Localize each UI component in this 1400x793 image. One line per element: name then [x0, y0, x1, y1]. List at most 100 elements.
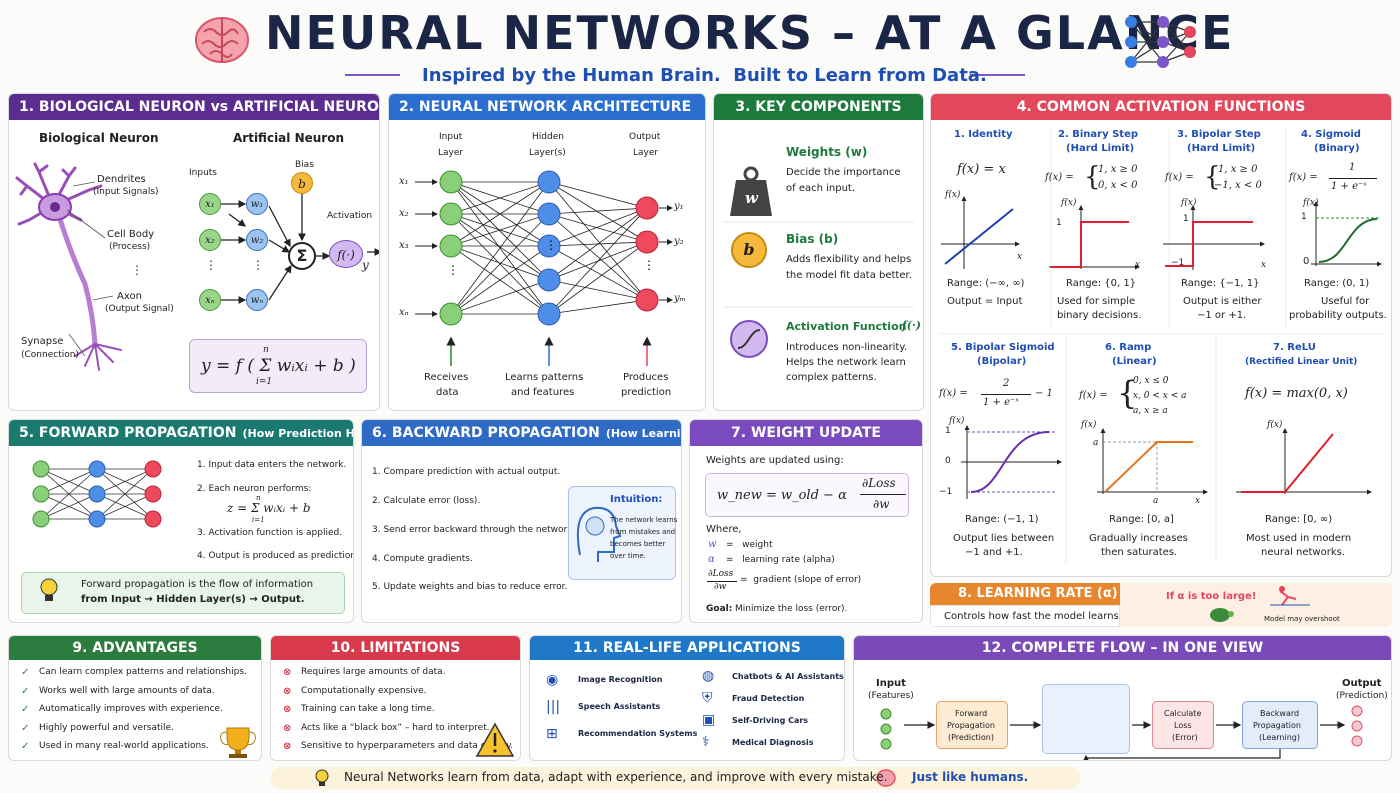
- feedback-arrow: [1082, 749, 1281, 760]
- f5-zero: 0: [945, 456, 951, 466]
- panel-backward-propagation: 6. BACKWARD PROPAGATION(How Learning Hap…: [361, 419, 682, 623]
- input-node-xn: xₙ: [199, 289, 221, 311]
- wu-grad-bar: [707, 581, 737, 582]
- f6-x: x: [1195, 496, 1201, 506]
- connection-line: [548, 279, 648, 301]
- wu-grad-def: = gradient (slope of error): [740, 575, 862, 585]
- weights-desc-2: of each input.: [786, 183, 856, 194]
- layer-dots: ⋮: [643, 258, 655, 272]
- bwd-step-1: 1. Compare prediction with actual output…: [372, 467, 561, 477]
- input-layer-label-2: Layer: [438, 148, 464, 158]
- arch-x2: x₂: [399, 208, 409, 219]
- panel-title: 2. NEURAL NETWORK ARCHITECTURE: [389, 94, 705, 120]
- intuition-2: from mistakes and: [610, 528, 676, 536]
- input-node: [439, 170, 463, 194]
- connection-line: [548, 241, 648, 315]
- f2-sub: (Hard Limit): [1066, 143, 1135, 154]
- lr-warning: If α is too large!: [1166, 591, 1257, 602]
- network-node: [88, 485, 106, 503]
- panel-weight-update: 7. WEIGHT UPDATE Weights are updated usi…: [689, 419, 923, 623]
- f6-eq1: 0, x ≤ 0: [1133, 376, 1169, 386]
- f6-sub: (Linear): [1112, 356, 1157, 367]
- activation-label: Activation: [327, 211, 373, 221]
- f3-eq2: −1, x < 0: [1214, 180, 1262, 191]
- limitation-item: Acts like a “black box” – hard to interp…: [301, 722, 490, 733]
- lr-desc: Controls how fast the model learns.: [944, 611, 1122, 622]
- connection-line: [450, 245, 550, 281]
- connection-line: [450, 213, 550, 247]
- arch-ym: yₘ: [674, 293, 686, 304]
- flow-forward-box: [936, 701, 1008, 749]
- activation-graphs: [939, 129, 1385, 564]
- activation-node: f(·): [329, 240, 363, 268]
- f7-fx: f(x): [1267, 420, 1283, 430]
- panel-complete-flow: 12. COMPLETE FLOW – IN ONE VIEW Input (F…: [853, 635, 1392, 761]
- application-item: Fraud Detection: [732, 694, 805, 703]
- panel-title: 12. COMPLETE FLOW – IN ONE VIEW: [854, 636, 1391, 660]
- f6-desc-1: Gradually increases: [1089, 533, 1188, 544]
- advantage-item: Automatically improves with experience.: [39, 704, 223, 714]
- f4-lhs: f(x) =: [1289, 172, 1318, 183]
- f6-eq3: a, x ≥ a: [1133, 406, 1168, 416]
- panel-title: 9. ADVANTAGES: [9, 636, 261, 660]
- shield-icon: ⛨: [702, 690, 713, 706]
- panel-title: 4. COMMON ACTIVATION FUNCTIONS: [931, 94, 1391, 120]
- wu-fraction-bar: [860, 494, 906, 495]
- f5-desc-1: Output lies between: [953, 533, 1055, 544]
- f1-x: x: [1017, 252, 1023, 262]
- f7-range: Range: [0, ∞): [1265, 514, 1333, 525]
- input-node: [880, 738, 892, 750]
- network-node: [88, 510, 106, 528]
- network-node: [32, 485, 50, 503]
- fwd-step-2: 2. Each neuron performs:: [197, 484, 312, 494]
- bwd-step-2: 2. Calculate error (loss).: [372, 496, 481, 506]
- wu-formula-box: [705, 473, 909, 517]
- cart-icon: ⊞: [546, 726, 558, 742]
- brain-icon: [195, 17, 249, 63]
- f3-one: 1: [1183, 214, 1189, 224]
- cap-learns: Learns patterns: [505, 372, 584, 383]
- f3-eq1: 1, x ≥ 0: [1218, 164, 1258, 175]
- arch-x3: x₃: [399, 240, 409, 251]
- f3-sub: (Hard Limit): [1187, 143, 1256, 154]
- advantage-item-mark: ✓: [21, 685, 30, 697]
- bipolar-step-curve: [1165, 221, 1253, 267]
- weight-icon-letter: w: [745, 189, 758, 207]
- connection-line: [450, 213, 550, 281]
- wu-lhs: w_new = w_old − α: [717, 488, 847, 503]
- f6-desc-2: then saturates.: [1101, 547, 1178, 558]
- f2-x: x: [1135, 260, 1141, 270]
- flow-output: Output: [1342, 678, 1382, 689]
- f2-one: 1: [1056, 218, 1062, 228]
- formula-bottom: i=1: [256, 377, 273, 387]
- input-node-x1: x₁: [199, 193, 221, 215]
- output-layer-label-2: Layer: [633, 148, 659, 158]
- input-node: [880, 723, 892, 735]
- input-node: [439, 302, 463, 326]
- axon-label: Axon: [117, 291, 142, 302]
- wu-den: ∂w: [873, 497, 890, 511]
- panel-forward-propagation: 5. FORWARD PROPAGATION(How Prediction Ha…: [8, 419, 354, 623]
- warning-icon: [475, 722, 515, 757]
- inputs-label: Inputs: [189, 168, 217, 178]
- f2-eq2: 0, x < 0: [1098, 180, 1138, 191]
- f4-name: 4. Sigmoid: [1301, 129, 1361, 140]
- f1-name: 1. Identity: [954, 129, 1013, 140]
- neuron-formula: y = f ( Σ wᵢxᵢ + b ): [201, 356, 356, 376]
- f7-desc-2: neural networks.: [1261, 547, 1346, 558]
- head-brain-icon: [576, 506, 622, 562]
- output-node: [1351, 720, 1363, 732]
- weight-node-w2: w₂: [246, 229, 268, 251]
- output-node: [1351, 735, 1363, 747]
- arch-y1: y₁: [674, 201, 684, 212]
- flow-loss-3: (Error): [1172, 733, 1198, 742]
- turtle-icon: [1210, 586, 1310, 622]
- network-node: [32, 460, 50, 478]
- activation-desc-3: complex patterns.: [786, 372, 877, 383]
- cap-data: data: [436, 387, 459, 398]
- limitation-item-mark: ⊗: [283, 722, 292, 734]
- f7-desc-1: Most used in modern: [1246, 533, 1352, 544]
- fwd-step-3: 3. Activation function is applied.: [197, 528, 343, 538]
- arch-xn: xₙ: [399, 307, 409, 318]
- panel-title: 7. WEIGHT UPDATE: [690, 420, 922, 446]
